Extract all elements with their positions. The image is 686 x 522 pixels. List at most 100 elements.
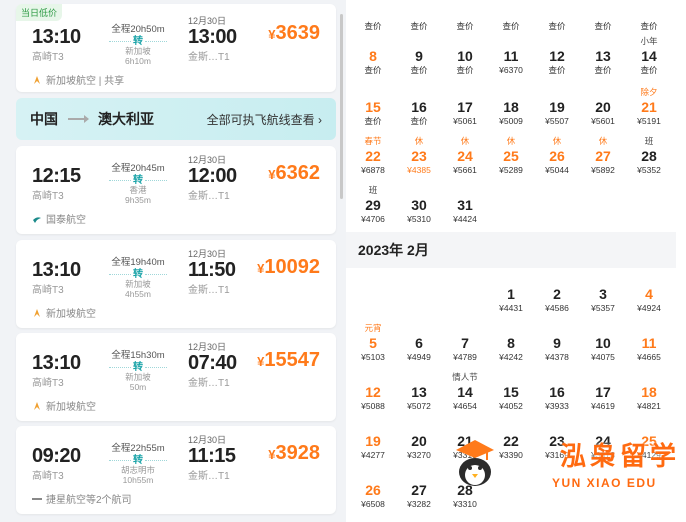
calendar-day-cell[interactable]: 查价 [350, 0, 396, 32]
calendar-day-cell[interactable]: 25¥4129 [626, 421, 672, 461]
calendar-day-cell[interactable]: 12¥5088 [350, 372, 396, 412]
flight-list-panel: 当日低价 13:10 高崎T3 全程20h50m 转 新加坡 6h10m 12月… [16, 4, 343, 514]
calendar-day-cell[interactable]: 2¥4586 [534, 274, 580, 314]
calendar-day-cell[interactable]: 10¥4075 [580, 323, 626, 363]
calendar-day-cell[interactable]: 4¥4924 [626, 274, 672, 314]
calendar-day-cell[interactable]: 17¥5061 [442, 87, 488, 127]
calendar-day-cell[interactable]: 8¥4242 [488, 323, 534, 363]
calendar-day-cell[interactable]: 19¥5507 [534, 87, 580, 127]
arrival-airport: 金斯…T1 [188, 378, 230, 389]
view-all-routes-link[interactable]: 全部可执飞航线查看 › [206, 112, 322, 127]
calendar-day-cell[interactable]: 15¥4052 [488, 372, 534, 412]
calendar-day-cell[interactable]: 18¥5009 [488, 87, 534, 127]
calendar-day-cell[interactable]: 20¥3270 [396, 421, 442, 461]
day-number: 20 [411, 433, 427, 449]
calendar-day-cell[interactable]: 7¥4789 [442, 323, 488, 363]
total-duration: 全程19h40m [111, 257, 165, 268]
calendar-day-cell[interactable]: 18¥4821 [626, 372, 672, 412]
calendar-day-cell[interactable]: 3¥5357 [580, 274, 626, 314]
calendar-day-cell[interactable]: 31¥4424 [442, 185, 488, 225]
calendar-day-cell[interactable]: 查价 [488, 0, 534, 32]
day-number: 27 [595, 148, 611, 164]
day-price: ¥4665 [637, 352, 661, 362]
day-number: 28 [457, 482, 473, 498]
flight-card[interactable]: 09:20 高崎T3 全程22h55m 转 胡志明市 10h55m 12月30日… [16, 426, 336, 514]
flight-card[interactable]: 12:15 高崎T3 全程20h45m 转 香港 9h35m 12月30日 12… [16, 146, 336, 234]
calendar-day-cell[interactable]: 22¥3390 [488, 421, 534, 461]
calendar-day-cell[interactable]: 11¥6370 [488, 36, 534, 76]
calendar-day-cell[interactable]: 24¥3378 [580, 421, 626, 461]
flight-card[interactable]: 13:10 高崎T3 全程15h30m 转 新加坡 50m 12月30日 07:… [16, 333, 336, 421]
day-label [396, 323, 442, 334]
calendar-day-cell[interactable]: 1¥4431 [488, 274, 534, 314]
day-label [350, 87, 396, 98]
day-number: 5 [369, 335, 377, 351]
day-price: ¥3390 [499, 450, 523, 460]
day-price: ¥3282 [407, 499, 431, 509]
calendar-day-cell[interactable]: 11¥4665 [626, 323, 672, 363]
calendar-day-cell[interactable]: 查价 [396, 0, 442, 32]
calendar-day-cell[interactable]: 30¥5310 [396, 185, 442, 225]
calendar-day-cell[interactable]: 19¥4277 [350, 421, 396, 461]
day-label: 情人节 [452, 372, 478, 382]
calendar-day-cell[interactable]: 16¥3933 [534, 372, 580, 412]
day-price: ¥5310 [407, 214, 431, 224]
calendar-day-cell[interactable]: 6¥4949 [396, 323, 442, 363]
day-number: 11 [503, 48, 519, 64]
calendar-day-cell[interactable]: 26¥6508 [350, 470, 396, 510]
calendar-day-cell[interactable]: 13¥5072 [396, 372, 442, 412]
flight-card[interactable]: 13:10 高崎T3 全程19h40m 转 新加坡 4h55m 12月30日 1… [16, 240, 336, 328]
day-price: 查价 [410, 21, 428, 31]
calendar-day-cell[interactable]: 查价 [580, 0, 626, 32]
day-number: 4 [645, 286, 653, 302]
departure-airport: 高崎T3 [32, 471, 64, 482]
calendar-day-cell[interactable]: 20¥5601 [580, 87, 626, 127]
destination-country: 澳大利亚 [98, 111, 154, 127]
february-month-header: 2023年 2月 [346, 232, 676, 268]
calendar-day-cell[interactable]: 查价 [626, 0, 672, 32]
flight-card[interactable]: 当日低价 13:10 高崎T3 全程20h50m 转 新加坡 6h10m 12月… [16, 4, 336, 92]
calendar-day-cell[interactable]: 23¥3169 [534, 421, 580, 461]
day-number [488, 3, 534, 21]
jetstar-icon [32, 497, 42, 500]
calendar-day-cell[interactable]: 查价 [534, 0, 580, 32]
day-number: 9 [553, 335, 561, 351]
day-number [626, 3, 672, 21]
transfer-city: 香港 [129, 185, 147, 195]
day-number: 17 [457, 99, 473, 115]
airline-info: 新加坡航空 [32, 398, 96, 413]
calendar-day-cell[interactable]: 9¥4378 [534, 323, 580, 363]
arrival-date: 12月30日 [188, 16, 227, 26]
calendar-day-cell[interactable]: 28¥3310 [442, 470, 488, 510]
day-number: 17 [595, 384, 611, 400]
scrollbar[interactable] [340, 14, 343, 199]
departure-time: 12:15 [32, 165, 81, 187]
calendar-day-cell[interactable]: 查价 [442, 0, 488, 32]
total-duration: 全程15h30m [111, 350, 165, 361]
departure-time: 13:10 [32, 259, 81, 281]
route-banner[interactable]: 中国 澳大利亚 全部可执飞航线查看 › [16, 98, 336, 140]
day-label [442, 87, 488, 98]
calendar-day-cell[interactable]: 27¥3282 [396, 470, 442, 510]
day-number: 1 [507, 286, 515, 302]
calendar-day-cell[interactable]: 17¥4619 [580, 372, 626, 412]
